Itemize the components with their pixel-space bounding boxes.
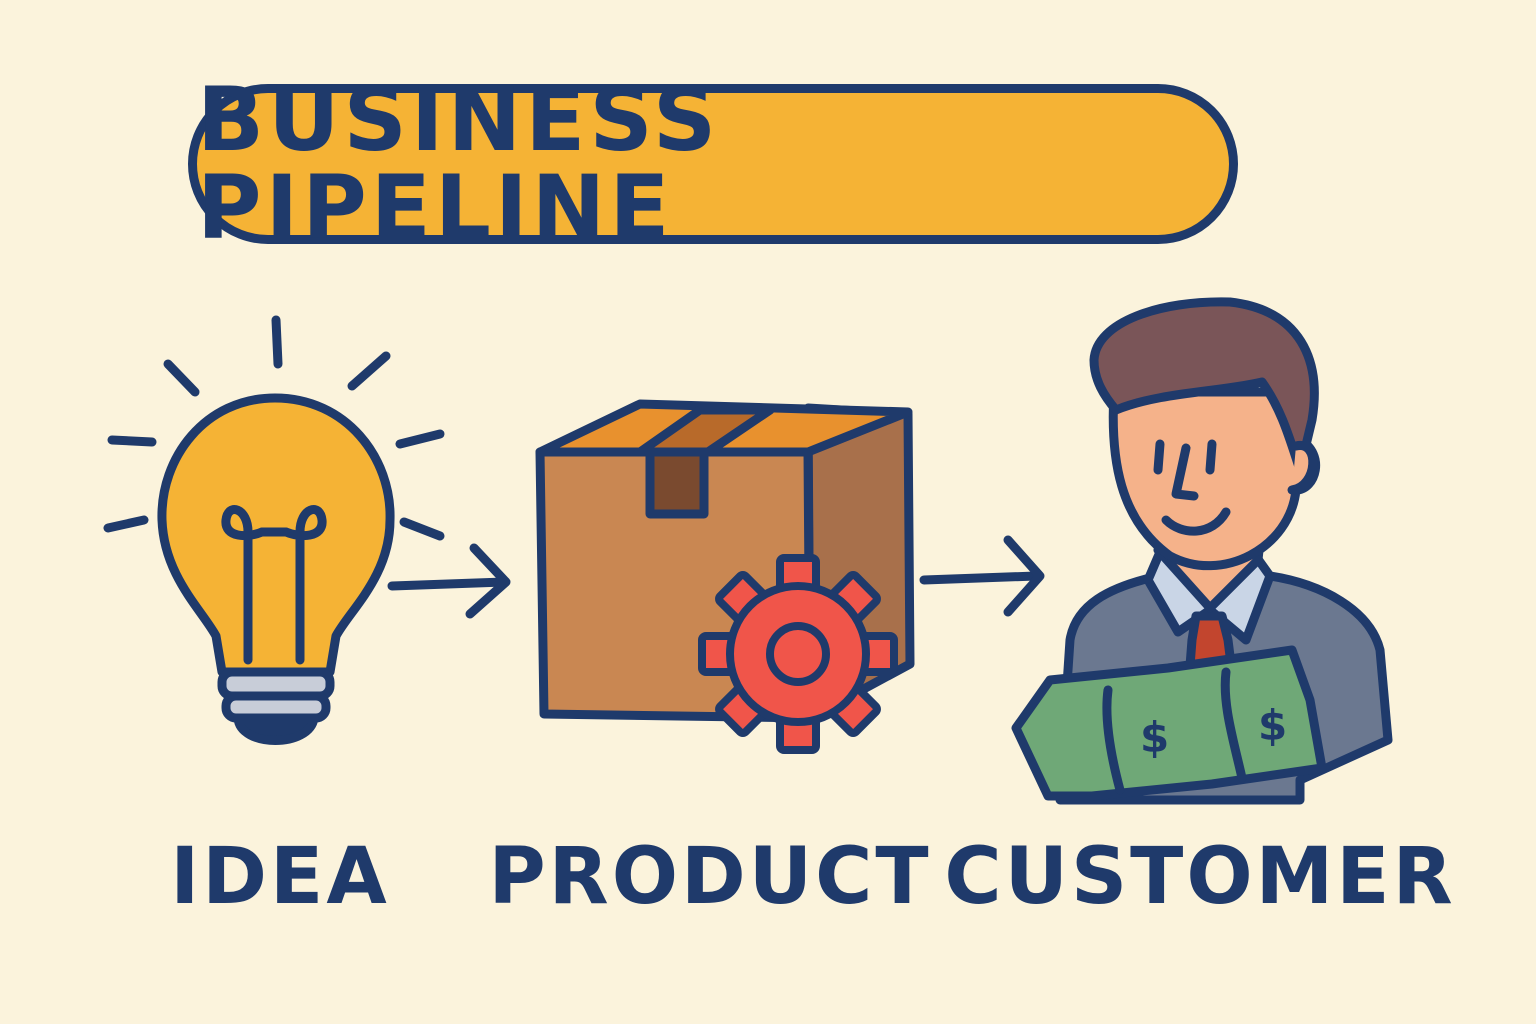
nose [1171,443,1199,501]
stage-label-product: PRODUCT [488,832,932,922]
ear [1287,441,1318,495]
bulb-base [217,667,335,745]
smile [1161,507,1231,536]
lightbulb-icon [103,315,445,745]
stage-label-idea: IDEA [170,832,390,922]
dollar-sign-1: $ [1140,713,1169,762]
light-rays [103,315,445,541]
bulb-filament [221,505,327,665]
money-bundle-icon: $ $ [1011,645,1327,801]
stage-label-customer: CUSTOMER [944,832,1456,922]
dollar-sign-2: $ [1258,701,1287,750]
left-eye [1153,439,1165,475]
arrow-product-to-customer [919,535,1045,617]
diagram-title: BUSINESS PIPELINE [197,68,721,259]
banknote-band [1102,667,1247,795]
banknotes [1011,645,1327,801]
arrow-idea-to-product [387,543,511,619]
right-eye [1205,439,1217,475]
gear-icon [698,554,898,754]
box-tape-front [645,447,709,519]
title-banner: BUSINESS PIPELINE [188,76,1238,252]
